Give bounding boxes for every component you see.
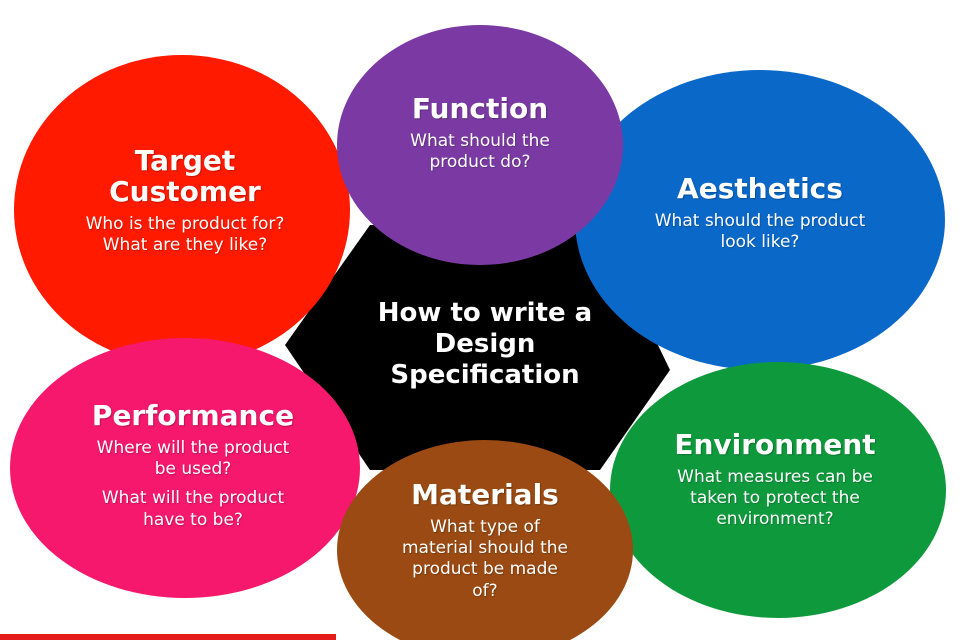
video-progress-bar[interactable] [0, 634, 336, 640]
performance-circle [10, 338, 360, 598]
performance-desc: Where will the product be used? [96, 437, 290, 480]
aesthetics-circle [575, 70, 945, 370]
aesthetics-node: Aesthetics What should the product look … [620, 172, 900, 253]
function-node: Function What should the product do? [350, 92, 610, 173]
environment-node: Environment What measures can be taken t… [640, 428, 910, 531]
function-title: Function [411, 92, 549, 125]
aesthetics-desc: What should the product look like? [654, 210, 866, 253]
performance-desc-2: What will the product have to be? [101, 488, 285, 530]
center-hexagon [285, 225, 670, 470]
function-desc: What should the product do? [410, 130, 550, 173]
center-title: How to write a Design Specification [377, 298, 593, 391]
performance-title: Performance [91, 399, 295, 432]
environment-desc: What measures can be taken to protect th… [677, 466, 873, 530]
target-customer-node: Target Customer Who is the product for? … [40, 144, 330, 256]
performance-node: Performance Where will the product be us… [48, 399, 338, 531]
function-circle [337, 25, 623, 265]
materials-node: Materials What type of material should t… [355, 478, 615, 602]
target-customer-title: Target Customer [109, 144, 261, 208]
aesthetics-title: Aesthetics [677, 172, 843, 205]
materials-desc: What type of material should the product… [402, 516, 568, 601]
environment-circle [610, 362, 946, 618]
target-customer-desc: Who is the product for? What are they li… [85, 213, 285, 255]
target-customer-circle [14, 55, 350, 365]
materials-title: Materials [411, 478, 559, 511]
materials-circle [337, 440, 633, 640]
environment-title: Environment [674, 428, 876, 461]
